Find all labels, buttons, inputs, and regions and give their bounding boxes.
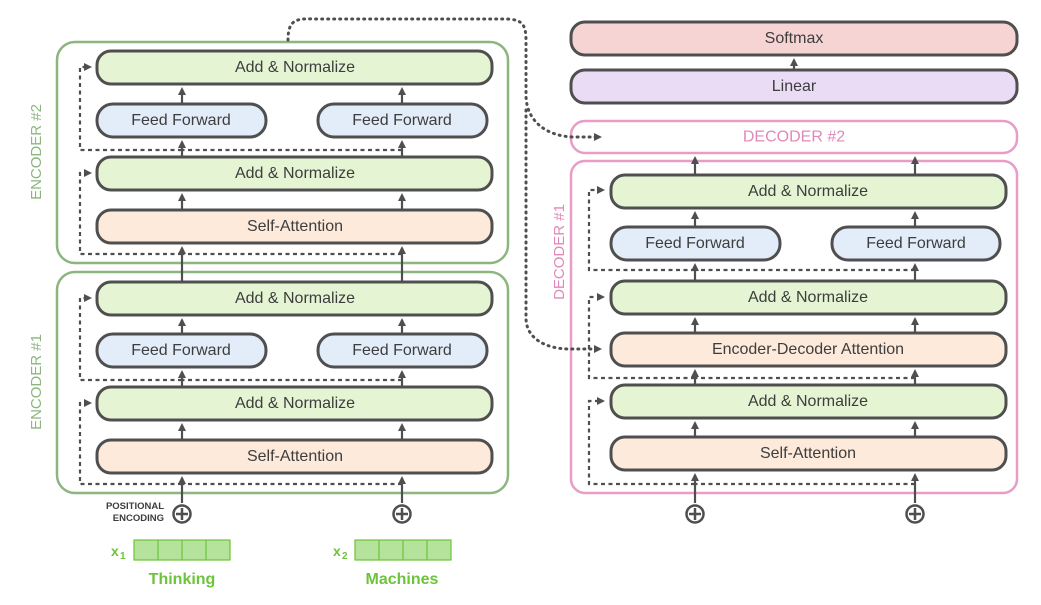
dec1-feed-forward-2-label: Feed Forward xyxy=(866,235,966,252)
enc1-feed-forward-2-label: Feed Forward xyxy=(352,342,452,359)
dec1-self-attention xyxy=(609,435,1008,472)
enc2-self-attention-label: Self-Attention xyxy=(247,218,343,235)
dec1-add-normalize-bottom xyxy=(609,383,1008,420)
enc2-feed-forward-1-label: Feed Forward xyxy=(131,112,231,129)
encoder-1-title: ENCODER #1 xyxy=(28,334,45,430)
plus-icon xyxy=(905,504,925,524)
input-word-machines: Machines xyxy=(366,571,439,588)
positional-encoding-line1: POSITIONAL xyxy=(106,501,164,512)
embedding-vector-1 xyxy=(133,539,231,561)
decoder-arrows xyxy=(691,156,919,503)
linear-label: Linear xyxy=(772,78,817,95)
positional-encoding: POSITIONAL ENCODING xyxy=(106,501,412,524)
encoder-to-decoder-connection xyxy=(286,17,602,353)
softmax-label: Softmax xyxy=(765,30,824,47)
encoder-arrows xyxy=(178,87,406,503)
enc2-add-normalize-top-label: Add & Normalize xyxy=(235,59,355,76)
plus-icon xyxy=(685,504,705,524)
enc1-add-normalize-bottom-label: Add & Normalize xyxy=(235,395,355,412)
enc1-add-normalize-top xyxy=(95,280,494,317)
enc2-add-normalize-top xyxy=(95,49,494,86)
decoder-2-label: DECODER #2 xyxy=(743,129,845,146)
input-x2-symbol: x xyxy=(333,543,341,559)
encoder-2-title: ENCODER #2 xyxy=(28,104,45,200)
decoder-1-title: DECODER #1 xyxy=(551,204,568,300)
input-x2-subscript: 2 xyxy=(342,551,348,562)
plus-icon xyxy=(172,504,192,524)
enc2-self-attention xyxy=(95,208,494,245)
embedding-vector-2 xyxy=(354,539,452,561)
input-x1-subscript: 1 xyxy=(120,551,126,562)
enc1-feed-forward-1-label: Feed Forward xyxy=(131,342,231,359)
enc2-add-normalize-bottom xyxy=(95,155,494,192)
encoder-2-container xyxy=(55,40,510,265)
enc1-add-normalize-top-label: Add & Normalize xyxy=(235,290,355,307)
enc2-add-normalize-bottom-label: Add & Normalize xyxy=(235,165,355,182)
enc1-self-attention-label: Self-Attention xyxy=(247,448,343,465)
decoder-1-container xyxy=(569,159,1019,495)
input-x1: x 1 Thinking xyxy=(111,539,231,588)
encoder-1-container xyxy=(55,270,510,495)
dec1-add-normalize-top-label: Add & Normalize xyxy=(748,183,868,200)
enc2-feed-forward-2-label: Feed Forward xyxy=(352,112,452,129)
decoder-residuals xyxy=(587,186,915,486)
dec1-feed-forward-1-label: Feed Forward xyxy=(645,235,745,252)
dec1-add-normalize-top xyxy=(609,173,1008,210)
dec1-add-normalize-middle-label: Add & Normalize xyxy=(748,289,868,306)
dec1-add-normalize-bottom-label: Add & Normalize xyxy=(748,393,868,410)
dec1-enc-dec-attention-label: Encoder-Decoder Attention xyxy=(712,341,904,358)
input-x1-symbol: x xyxy=(111,543,119,559)
enc1-self-attention xyxy=(95,438,494,475)
input-x2: x 2 Machines xyxy=(333,539,452,588)
dec1-add-normalize-middle xyxy=(609,279,1008,316)
encoder-residuals xyxy=(78,63,402,486)
input-word-thinking: Thinking xyxy=(149,571,216,588)
positional-encoding-line2: ENCODING xyxy=(113,513,164,524)
dec1-self-attention-label: Self-Attention xyxy=(760,445,856,462)
softmax-box xyxy=(569,20,1019,57)
dec1-enc-dec-attention xyxy=(609,331,1008,368)
plus-icon xyxy=(392,504,412,524)
enc1-add-normalize-bottom xyxy=(95,385,494,422)
